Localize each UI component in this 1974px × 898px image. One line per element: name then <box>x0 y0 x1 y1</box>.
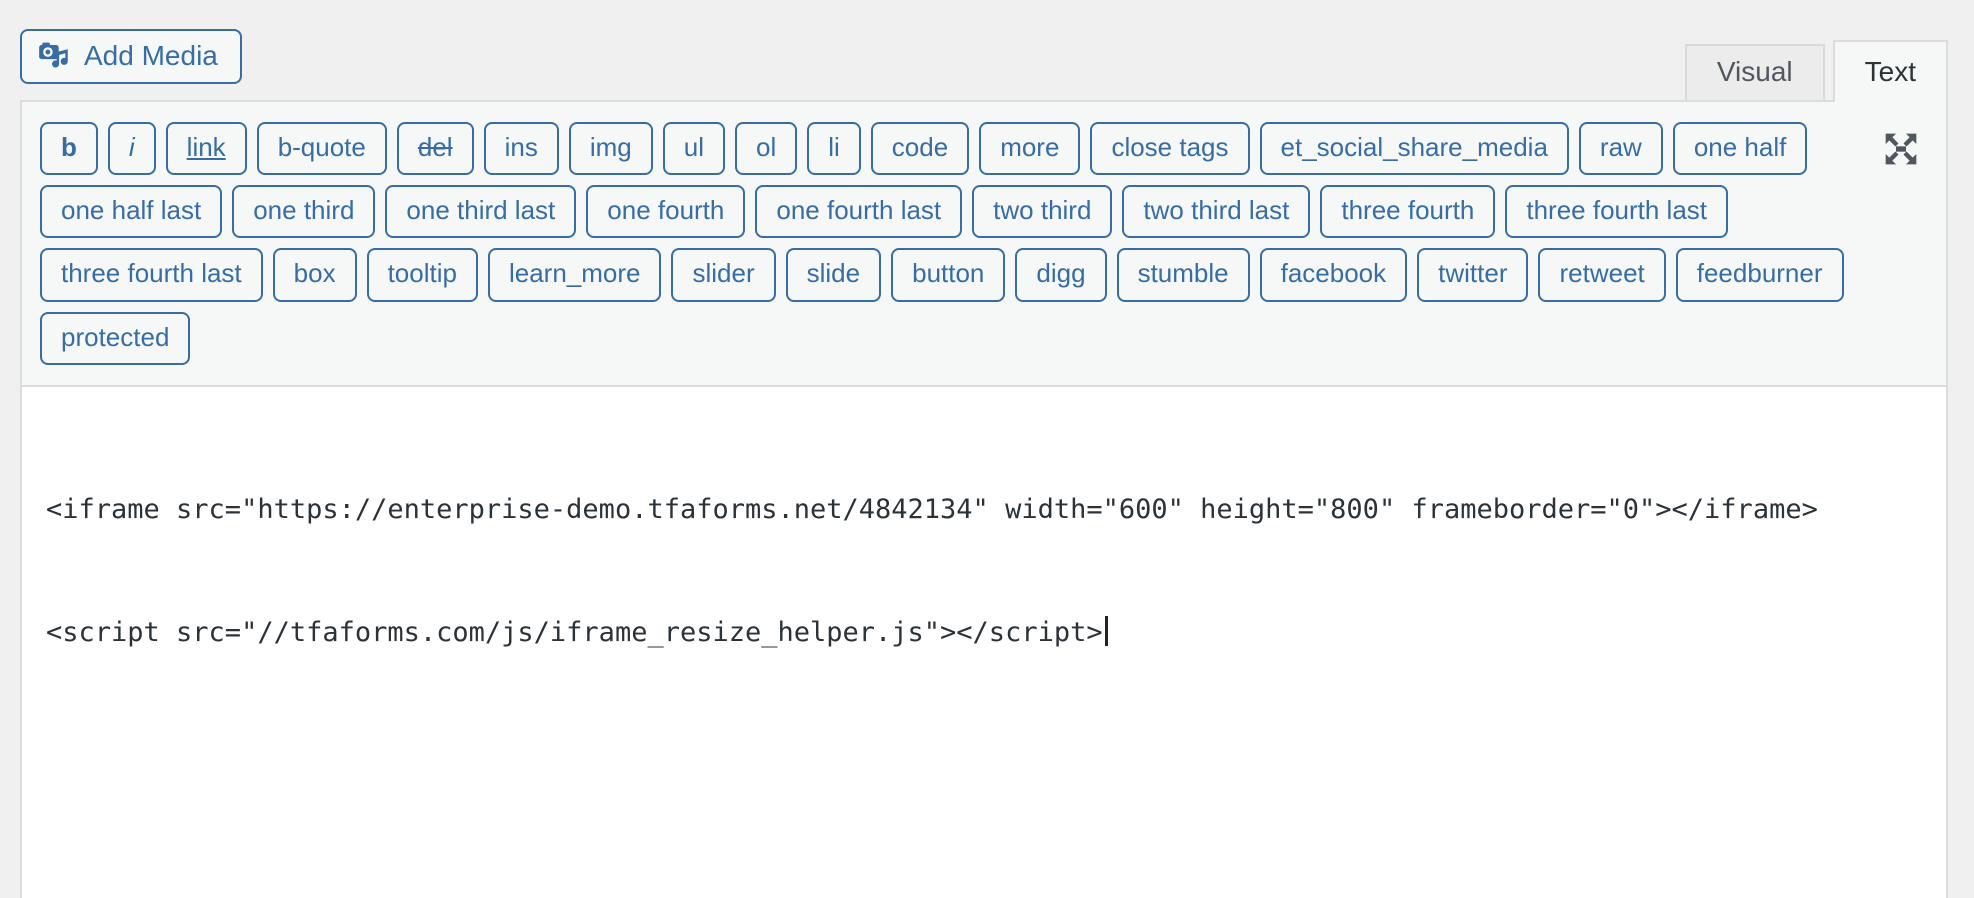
quicktag-button-b[interactable]: b <box>40 122 98 176</box>
quicktag-button-slide[interactable]: slide <box>785 248 882 302</box>
quicktag-button-protected[interactable]: protected <box>40 311 191 365</box>
quicktag-button-ul[interactable]: ul <box>662 122 725 176</box>
quicktag-button-facebook[interactable]: facebook <box>1259 248 1408 302</box>
quicktag-button-three-fourth[interactable]: three fourth <box>1320 185 1496 239</box>
quicktag-button-three-fourth-last[interactable]: three fourth last <box>40 248 263 302</box>
quicktag-button-button[interactable]: button <box>891 248 1006 302</box>
quicktag-button-one-third[interactable]: one third <box>232 185 376 239</box>
fullscreen-button[interactable] <box>1878 126 1924 172</box>
toolbar-row: protected <box>40 311 1876 365</box>
tab-visual[interactable]: Visual <box>1684 44 1825 100</box>
quicktag-button-digg[interactable]: digg <box>1015 248 1107 302</box>
quicktag-button-i[interactable]: i <box>107 122 156 176</box>
quicktag-button-three-fourth-last[interactable]: three fourth last <box>1505 185 1729 239</box>
quicktag-button-slider[interactable]: slider <box>671 248 776 302</box>
quicktag-button-code[interactable]: code <box>870 122 970 176</box>
quicktag-button-one-fourth-last[interactable]: one fourth last <box>755 185 963 239</box>
media-icon <box>38 39 72 73</box>
quicktag-button-more[interactable]: more <box>979 122 1081 176</box>
editor-top-bar: Add Media Visual Text <box>20 0 1948 102</box>
quicktag-button-two-third[interactable]: two third <box>972 185 1113 239</box>
add-media-button[interactable]: Add Media <box>20 29 242 84</box>
quicktag-button-img[interactable]: img <box>568 122 653 176</box>
quicktag-button-retweet[interactable]: retweet <box>1538 248 1666 302</box>
quicktag-button-ol[interactable]: ol <box>734 122 798 176</box>
quicktag-button-box[interactable]: box <box>272 248 357 302</box>
quicktag-button-one-third-last[interactable]: one third last <box>385 185 577 239</box>
quicktag-button-learn-more[interactable]: learn_more <box>487 248 662 302</box>
quicktag-button-one-half[interactable]: one half <box>1672 122 1808 176</box>
add-media-label: Add Media <box>84 40 218 71</box>
editor-textarea[interactable]: <iframe src="https://enterprise-demo.tfa… <box>22 386 1946 898</box>
quicktag-button-one-half-last[interactable]: one half last <box>40 185 223 239</box>
quicktag-button-raw[interactable]: raw <box>1578 122 1663 176</box>
quicktag-button-b-quote[interactable]: b-quote <box>256 122 387 176</box>
quicktag-button-one-fourth[interactable]: one fourth <box>586 185 746 239</box>
quicktag-button-feedburner[interactable]: feedburner <box>1675 248 1844 302</box>
editor-tabs: Visual Text <box>1684 40 1948 102</box>
quicktag-button-twitter[interactable]: twitter <box>1417 248 1529 302</box>
quicktag-button-two-third-last[interactable]: two third last <box>1122 185 1311 239</box>
quicktag-button-li[interactable]: li <box>807 122 861 176</box>
text-caret <box>1104 615 1108 646</box>
quicktag-button-tooltip[interactable]: tooltip <box>366 248 478 302</box>
code-line: <iframe src="https://enterprise-demo.tfa… <box>46 493 1818 525</box>
quicktag-button-ins[interactable]: ins <box>483 122 559 176</box>
tab-text[interactable]: Text <box>1832 40 1948 102</box>
quicktag-button-stumble[interactable]: stumble <box>1116 248 1250 302</box>
quicktag-button-del[interactable]: del <box>396 122 474 176</box>
code-line: <script src="//tfaforms.com/js/iframe_re… <box>46 612 1922 653</box>
quicktag-button-close-tags[interactable]: close tags <box>1090 122 1250 176</box>
quicktag-button-et-social-share-media[interactable]: et_social_share_media <box>1259 122 1569 176</box>
fullscreen-expand-icon <box>1878 133 1924 175</box>
quicktag-button-link[interactable]: link <box>165 122 247 176</box>
